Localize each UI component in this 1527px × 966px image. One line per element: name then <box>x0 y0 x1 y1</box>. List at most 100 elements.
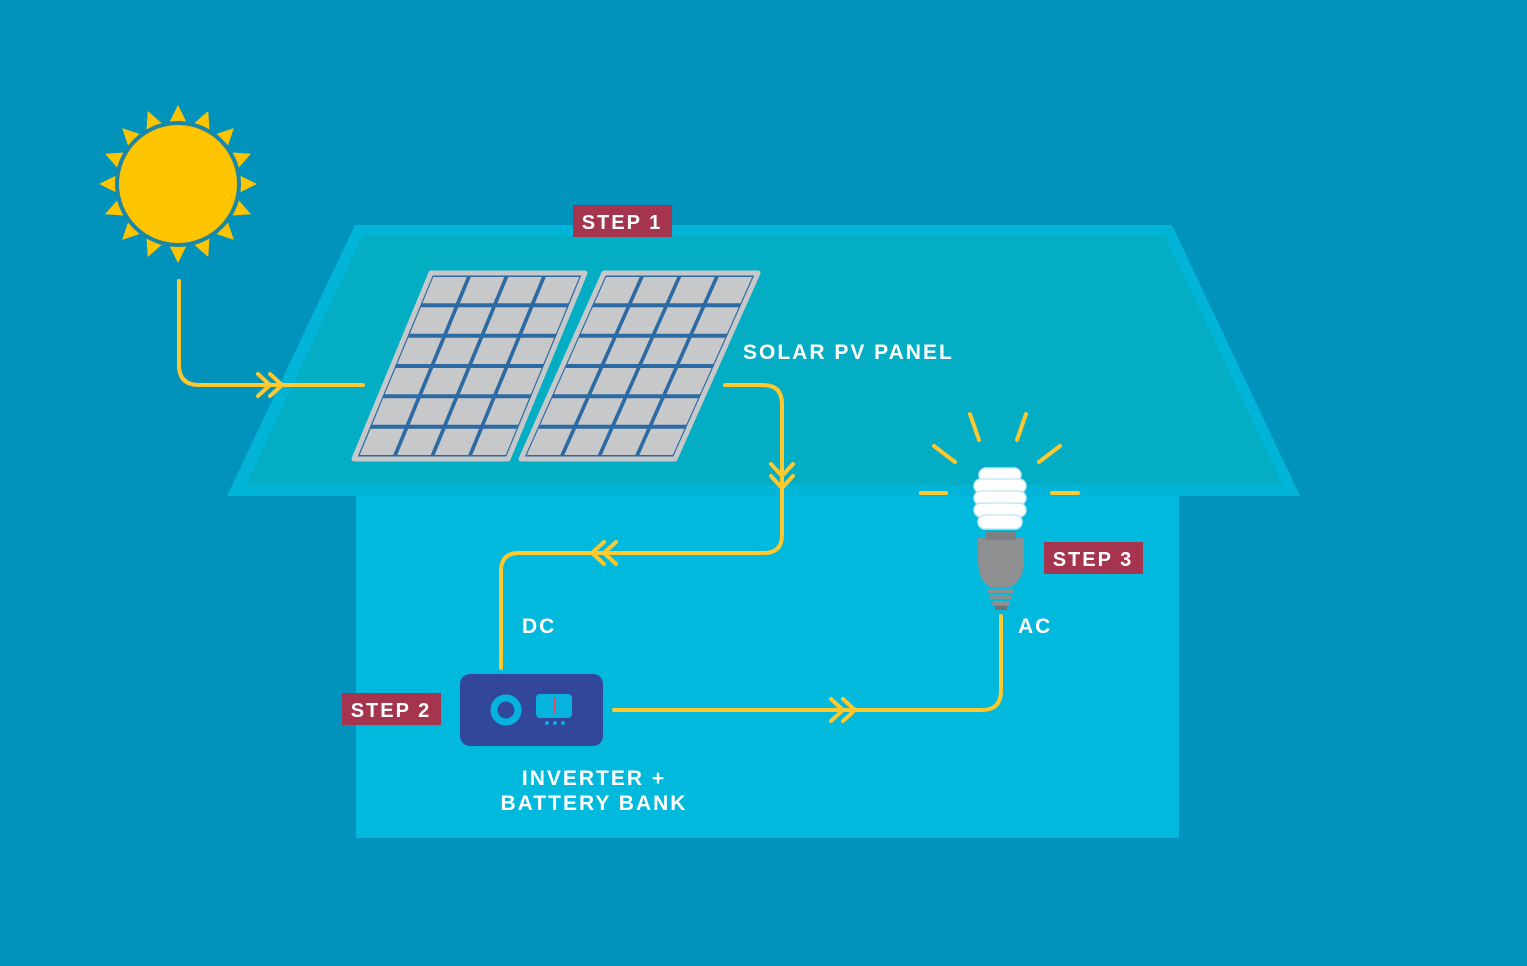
panel-cell <box>397 337 442 364</box>
panel-cell <box>459 277 505 304</box>
panel-cell <box>509 337 555 364</box>
step-2-label: STEP 2 <box>351 700 432 722</box>
panel-cell <box>669 277 715 304</box>
panel-cell <box>447 307 492 334</box>
sun-ray <box>169 246 187 263</box>
inverter-led <box>545 721 549 725</box>
house <box>227 225 1300 838</box>
panel-cell <box>434 428 480 455</box>
panel-cell <box>422 368 467 395</box>
panel-cell <box>484 398 530 425</box>
panel-cell <box>577 398 624 425</box>
bulb-base <box>978 538 1024 588</box>
panel-cell <box>540 398 586 425</box>
panel-cell <box>522 307 567 334</box>
panel-cell <box>459 368 505 395</box>
inverter-body <box>460 674 603 746</box>
solar-panel-label: SOLAR PV PANEL <box>743 341 954 364</box>
inverter-dial <box>490 694 522 726</box>
sun-ray <box>122 222 140 240</box>
bulb-tip <box>995 606 1007 610</box>
sun-ray <box>216 128 234 146</box>
sun-ray <box>105 200 124 216</box>
panel-cell <box>567 337 613 364</box>
sun-ray <box>169 105 187 122</box>
panel-cell <box>409 307 455 334</box>
panel-cell <box>372 398 417 425</box>
panel-cell <box>434 337 480 364</box>
panel-cell <box>655 307 702 334</box>
panel-cell <box>384 368 430 395</box>
sun-icon <box>99 105 257 263</box>
energy-flow <box>177 279 1003 723</box>
panel-cell <box>534 277 580 304</box>
panel-cell <box>639 428 685 455</box>
step-1-label: STEP 1 <box>582 212 663 234</box>
panel-cell <box>564 428 610 455</box>
inverter-meter-needle <box>553 698 556 714</box>
panel-cell <box>679 337 726 364</box>
inverter-icon <box>460 674 603 746</box>
step-3-label: STEP 3 <box>1053 549 1134 571</box>
inverter-led <box>561 721 565 725</box>
panel-cell <box>632 277 678 304</box>
panel-cell <box>497 277 542 304</box>
panel-cell <box>628 368 675 395</box>
arrow-right-icon <box>256 372 284 398</box>
sun-ray <box>122 128 140 146</box>
panel-cell <box>580 307 627 334</box>
sun-ray <box>232 152 251 168</box>
bulb-screw <box>988 589 1014 605</box>
panel-cell <box>359 428 405 455</box>
panel-cell <box>591 368 637 395</box>
inverter-label-line2: BATTERY BANK <box>501 792 688 815</box>
step-2-badge: STEP 2 <box>342 693 441 725</box>
panel-cell <box>604 337 651 364</box>
panel-cell <box>497 368 542 395</box>
sun-ray <box>216 222 234 240</box>
sun-ray <box>194 111 210 130</box>
sun-ray <box>240 175 257 193</box>
panel-cell <box>422 277 467 304</box>
sun-ray <box>194 238 210 257</box>
ac-flow-line <box>612 614 1003 712</box>
inverter-label-line1: INVERTER + <box>522 767 666 790</box>
panel-cell <box>666 368 712 395</box>
panel-cell <box>409 398 455 425</box>
panel-cell <box>594 277 640 304</box>
panel-cell <box>447 398 492 425</box>
solar-panel <box>351 270 588 462</box>
sun-ray <box>99 175 116 193</box>
panel-cell <box>397 428 442 455</box>
bulb-neck <box>986 531 1016 540</box>
panel-cell <box>618 307 664 334</box>
panel-cell <box>484 307 530 334</box>
panel-cell <box>472 337 517 364</box>
panel-cell <box>693 307 739 334</box>
arrow-left-icon <box>590 540 618 566</box>
sun-ray <box>146 111 162 130</box>
panel-cell <box>652 398 699 425</box>
panel-cell <box>472 428 517 455</box>
dc-label: DC <box>522 615 556 638</box>
step-1-badge: STEP 1 <box>573 205 672 237</box>
sun-ray <box>232 200 251 216</box>
sun-ray <box>105 152 124 168</box>
bulb-spiral <box>973 467 1027 530</box>
sunlight-flow-line <box>177 279 365 387</box>
panel-cell <box>642 337 688 364</box>
sun-disc <box>115 121 241 247</box>
arrow-right-icon <box>829 697 857 723</box>
solar-panel-icon <box>351 270 761 462</box>
ac-label: AC <box>1018 615 1052 638</box>
inverter-led <box>553 721 557 725</box>
panel-cell <box>526 428 572 455</box>
house-wall <box>356 470 1179 838</box>
sun-ray <box>146 238 162 257</box>
solar-panel <box>518 270 761 462</box>
panel-cell <box>707 277 753 304</box>
panel-cell <box>615 398 661 425</box>
step-3-badge: STEP 3 <box>1044 542 1143 574</box>
arrow-down-icon <box>769 462 795 490</box>
